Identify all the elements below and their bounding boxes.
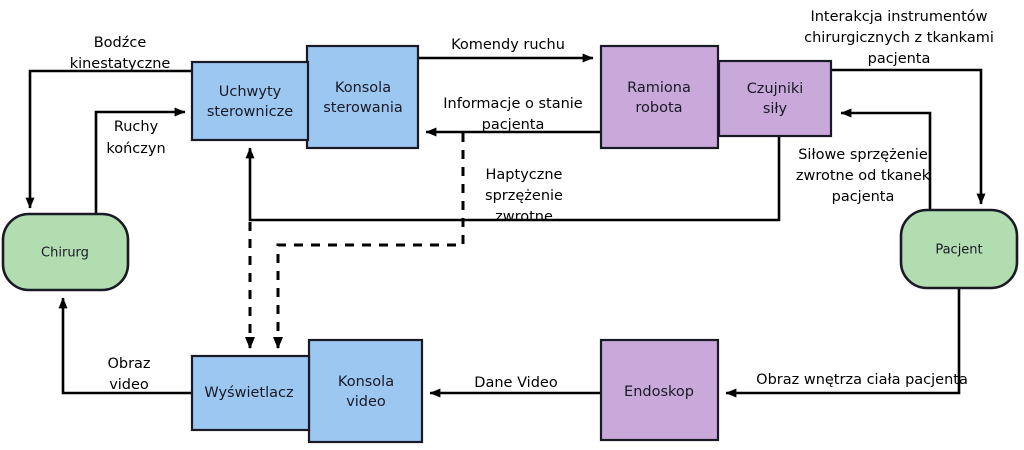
edge-label-ruchy-line2: kończyn xyxy=(106,141,165,157)
node-label-czujniki-line2: siły xyxy=(763,101,788,117)
edge-haptyczne-solid xyxy=(245,136,781,222)
edge-label-bodzce-line2: kinestatyczne xyxy=(70,56,171,72)
edge-label-informacje-line2: pacjenta xyxy=(482,117,545,133)
edge-silowe-sprzezenie xyxy=(840,108,932,210)
node-label-konsola-video-line1: Konsola xyxy=(338,374,394,390)
edge-obraz-video xyxy=(58,297,192,395)
node-label-endoskop: Endoskop xyxy=(624,384,694,400)
edge-label-silowe-line1: Siłowe sprzężenie xyxy=(798,147,928,163)
node-label-pacjent: Pacjent xyxy=(935,243,982,258)
node-uchwyty-sterownicze[interactable] xyxy=(190,60,310,142)
node-label-konsola-ster-line1: Konsola xyxy=(335,80,391,96)
edge-label-komendy: Komendy ruchu xyxy=(451,37,565,53)
node-konsola-video[interactable] xyxy=(307,338,424,444)
node-label-wyswietlacz: Wyświetlacz xyxy=(204,385,293,401)
node-label-ramiona-line1: Ramiona xyxy=(627,80,691,96)
edge-label-interakcja-line1: Interakcja instrumentów xyxy=(810,9,987,25)
edge-label-obraz-wnetrza: Obraz wnętrza ciała pacjenta xyxy=(756,372,968,388)
node-label-chirurg: Chirurg xyxy=(41,246,89,261)
edge-label-informacje-line1: Informacje o stanie xyxy=(443,96,583,112)
edge-label-haptyczne-line2: sprzężenie xyxy=(485,188,563,204)
edge-label-haptyczne-line3: zwrotne xyxy=(495,209,553,225)
edge-label-obraz-video-line1: Obraz xyxy=(107,356,150,372)
edge-label-dane-video: Dane Video xyxy=(474,375,558,391)
node-czujniki-sily[interactable] xyxy=(717,59,833,138)
node-label-ramiona-line2: robota xyxy=(635,100,682,116)
node-endoskop[interactable] xyxy=(599,338,720,442)
node-konsola-sterowania[interactable] xyxy=(305,44,420,150)
edge-label-interakcja-line2: chirurgicznych z tkankami xyxy=(804,30,994,46)
node-wyswietlacz[interactable] xyxy=(190,354,311,432)
node-label-czujniki-line1: Czujniki xyxy=(747,81,804,97)
edge-label-ruchy-line1: Ruchy xyxy=(114,119,159,135)
node-label-konsola-ster-line2: sterowania xyxy=(323,100,403,116)
node-pacjent[interactable] xyxy=(899,208,1019,290)
node-chirurg[interactable] xyxy=(1,212,130,292)
edge-label-bodzce-line1: Bodźce xyxy=(94,35,147,51)
edge-label-haptyczne-line1: Haptyczne xyxy=(486,167,563,183)
edge-label-silowe-line3: pacjenta xyxy=(832,189,895,205)
node-label-uchwyty-line2: sterownicze xyxy=(207,104,293,120)
node-label-uchwyty-line1: Uchwyty xyxy=(219,84,282,100)
edge-interakcja-instrumentow xyxy=(831,68,986,205)
node-ramiona-robota[interactable] xyxy=(599,44,720,150)
edge-label-obraz-video-line2: video xyxy=(109,377,149,393)
edge-bodzce-kinestatyczne xyxy=(25,69,192,209)
edge-label-silowe-line2: zwrotne od tkanek xyxy=(796,168,931,184)
edge-ruchy-konczyn xyxy=(94,107,186,214)
edge-obraz-wnetrza xyxy=(725,288,961,398)
edge-haptyczne-dashed-a xyxy=(273,133,465,349)
edge-label-interakcja-line3: pacjenta xyxy=(868,51,931,67)
node-label-konsola-video-line2: video xyxy=(346,394,386,410)
